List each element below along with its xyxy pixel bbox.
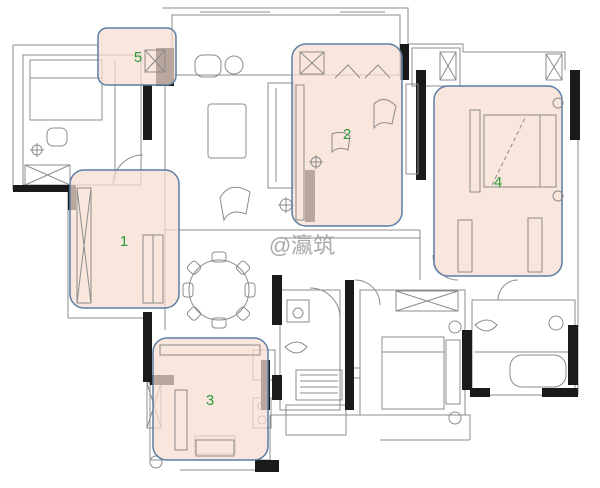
zone-5[interactable]: 5 — [97, 27, 177, 86]
zone-5-label: 5 — [134, 49, 142, 66]
zone-3-label: 3 — [206, 392, 214, 409]
zone-3[interactable]: 3 — [152, 337, 269, 461]
zone-1[interactable]: 1 — [69, 169, 180, 309]
zone-4[interactable]: 4 — [433, 85, 564, 277]
watermark-text: @瀛筑 — [269, 233, 335, 258]
zone-4-area — [433, 85, 563, 277]
zone-1-label: 1 — [120, 233, 128, 250]
zone-2-area — [291, 43, 403, 227]
zone-2-label: 2 — [343, 126, 351, 143]
zone-1-area — [69, 169, 180, 309]
zone-3-area — [152, 337, 269, 461]
zone-5-area — [97, 27, 177, 86]
zone-2[interactable]: 2 — [291, 43, 419, 227]
zone-4-label: 4 — [494, 174, 502, 191]
